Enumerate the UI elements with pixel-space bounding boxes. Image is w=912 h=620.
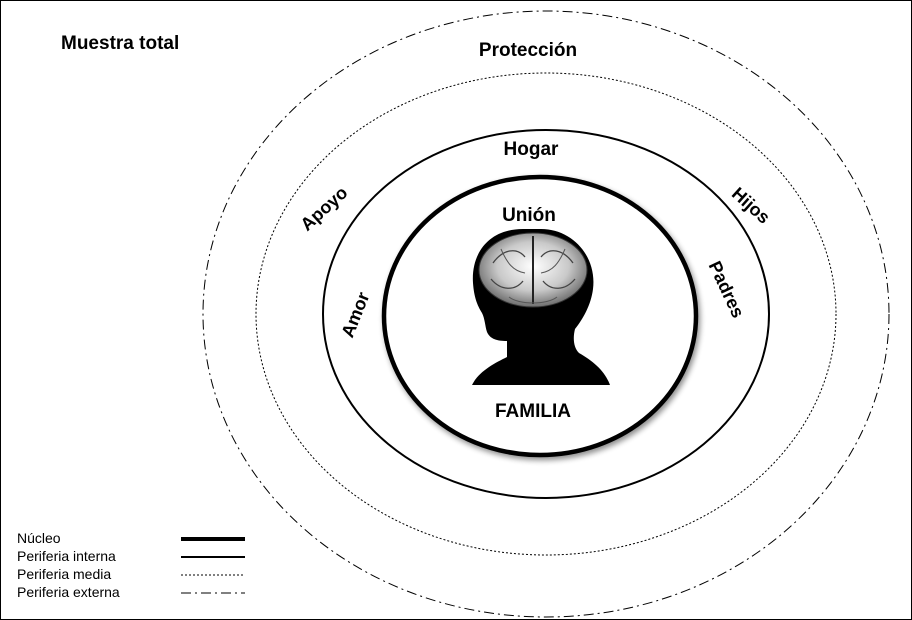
label-apoyo: Apoyo [296, 182, 351, 234]
middle-periphery-ring [255, 72, 837, 556]
label-hogar: Hogar [504, 139, 560, 160]
legend-label-periferia-media: Periferia media [17, 566, 111, 582]
label-union: Unión [502, 205, 556, 226]
label-hijos: Hijos [728, 183, 774, 227]
label-amor: Amor [337, 289, 373, 340]
legend-label-periferia-interna: Periferia interna [17, 548, 116, 564]
label-familia: FAMILIA [495, 401, 571, 422]
label-proteccion: Protección [479, 40, 577, 61]
sample-title: Muestra total [61, 33, 179, 54]
legend: Núcleo Periferia interna Periferia media… [17, 530, 245, 600]
label-padres: Padres [705, 258, 749, 321]
head-with-brain-icon [472, 229, 610, 385]
legend-label-nucleo: Núcleo [17, 530, 61, 546]
legend-label-periferia-externa: Periferia externa [17, 584, 120, 600]
inner-periphery-ring [322, 129, 770, 499]
outer-periphery-ring [202, 10, 890, 618]
